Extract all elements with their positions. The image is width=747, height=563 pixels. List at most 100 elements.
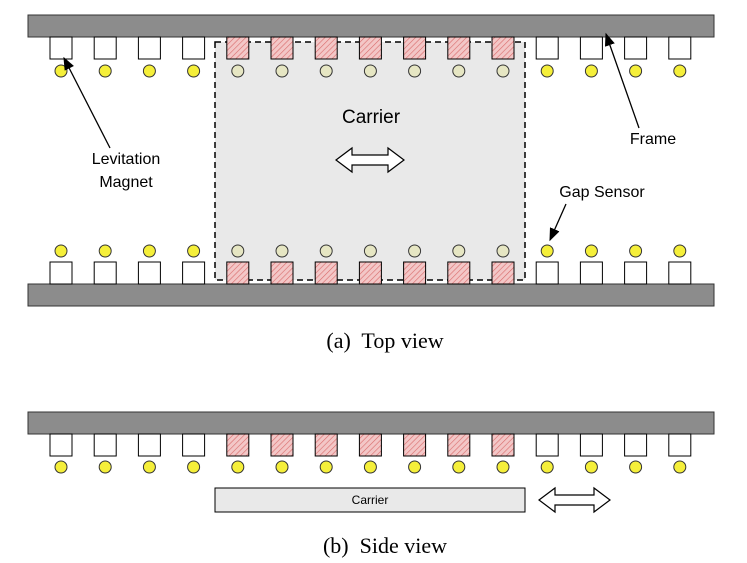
top-view: Carrier Levitation Magnet Frame Gap Sens… — [27, 14, 715, 353]
top-upper-sensors — [54, 64, 687, 78]
active-levitation-magnet — [358, 36, 382, 60]
gap-sensor — [408, 460, 422, 474]
active-levitation-magnet — [491, 36, 515, 60]
gap-sensor — [275, 460, 289, 474]
gap-sensor — [584, 244, 598, 258]
side-carrier — [214, 487, 526, 513]
top-lower-magnets — [49, 261, 692, 285]
gap-sensor — [408, 64, 422, 78]
gap-sensor — [275, 64, 289, 78]
gap-sensor — [673, 460, 687, 474]
levitation-magnet — [182, 433, 206, 457]
active-levitation-magnet — [314, 261, 338, 285]
active-levitation-magnet — [491, 433, 515, 457]
top-upper-magnets — [49, 36, 692, 60]
active-levitation-magnet — [447, 433, 471, 457]
active-levitation-magnet — [447, 261, 471, 285]
gap-sensor — [98, 64, 112, 78]
levitation-magnet — [579, 433, 603, 457]
gap-sensor — [142, 64, 156, 78]
gap-sensor — [142, 244, 156, 258]
active-levitation-magnet — [226, 433, 250, 457]
gap-sensor — [231, 460, 245, 474]
levitation-magnet — [49, 261, 73, 285]
gap-sensor — [673, 244, 687, 258]
top-view-caption: (a) Top view — [326, 328, 443, 353]
active-levitation-magnet — [403, 36, 427, 60]
gap-sensor — [54, 460, 68, 474]
magnet-label-line1: Levitation — [92, 151, 161, 168]
active-levitation-magnet — [403, 433, 427, 457]
levitation-magnet — [579, 36, 603, 60]
levitation-magnet — [137, 261, 161, 285]
gap-sensor — [408, 244, 422, 258]
gap-sensor — [452, 244, 466, 258]
gap-sensor — [275, 244, 289, 258]
magnet-label-line2: Magnet — [99, 174, 153, 191]
top-carrier-double-arrow — [335, 146, 405, 174]
side-frame — [27, 411, 715, 435]
top-frame-upper — [27, 14, 715, 38]
active-levitation-magnet — [403, 261, 427, 285]
gap-sensor-pointer — [549, 203, 567, 242]
gap-sensor — [363, 244, 377, 258]
active-levitation-magnet — [491, 261, 515, 285]
gap-sensor — [584, 64, 598, 78]
levitation-magnet — [624, 433, 648, 457]
levitation-magnet — [668, 433, 692, 457]
gap-sensor-label: Gap Sensor — [559, 184, 645, 201]
levitation-magnet — [93, 261, 117, 285]
active-levitation-magnet — [358, 433, 382, 457]
side-carrier-label: Carrier — [352, 493, 389, 507]
levitation-magnet — [624, 36, 648, 60]
levitation-magnet — [93, 36, 117, 60]
levitation-magnet — [535, 261, 559, 285]
gap-sensor — [319, 244, 333, 258]
levitation-magnet — [182, 261, 206, 285]
levitation-magnet — [137, 36, 161, 60]
side-view-caption: (b) Side view — [323, 533, 447, 558]
levitation-magnet — [668, 261, 692, 285]
levitation-magnet — [668, 36, 692, 60]
gap-sensor — [187, 244, 201, 258]
levitation-magnet — [49, 433, 73, 457]
gap-sensor — [496, 64, 510, 78]
gap-sensor — [452, 460, 466, 474]
levitation-magnet — [535, 433, 559, 457]
top-lower-sensors — [54, 244, 687, 258]
levitation-magnet — [535, 36, 559, 60]
active-levitation-magnet — [270, 36, 294, 60]
gap-sensor — [540, 244, 554, 258]
gap-sensor — [496, 460, 510, 474]
frame-pointer — [604, 32, 640, 129]
levitation-magnet — [49, 36, 73, 60]
side-carrier-double-arrow — [538, 486, 611, 514]
gap-sensor — [629, 244, 643, 258]
gap-sensor — [98, 244, 112, 258]
gap-sensor — [496, 244, 510, 258]
active-levitation-magnet — [226, 36, 250, 60]
active-levitation-magnet — [314, 36, 338, 60]
gap-sensor — [540, 460, 554, 474]
gap-sensor — [452, 64, 466, 78]
side-view: Carrier (b) Side view — [27, 411, 715, 558]
levitation-magnet — [624, 261, 648, 285]
gap-sensor — [142, 460, 156, 474]
active-levitation-magnet — [270, 261, 294, 285]
gap-sensor — [187, 460, 201, 474]
magnet-pointer — [63, 56, 111, 149]
side-magnets — [49, 433, 692, 457]
gap-sensor — [584, 460, 598, 474]
active-levitation-magnet — [314, 433, 338, 457]
active-levitation-magnet — [226, 261, 250, 285]
active-levitation-magnet — [270, 433, 294, 457]
frame-label: Frame — [630, 131, 676, 148]
gap-sensor — [54, 244, 68, 258]
gap-sensor — [540, 64, 554, 78]
top-carrier-label: Carrier — [342, 107, 401, 128]
gap-sensor — [629, 64, 643, 78]
levitation-magnet — [182, 36, 206, 60]
side-sensors — [54, 460, 687, 474]
gap-sensor — [363, 64, 377, 78]
